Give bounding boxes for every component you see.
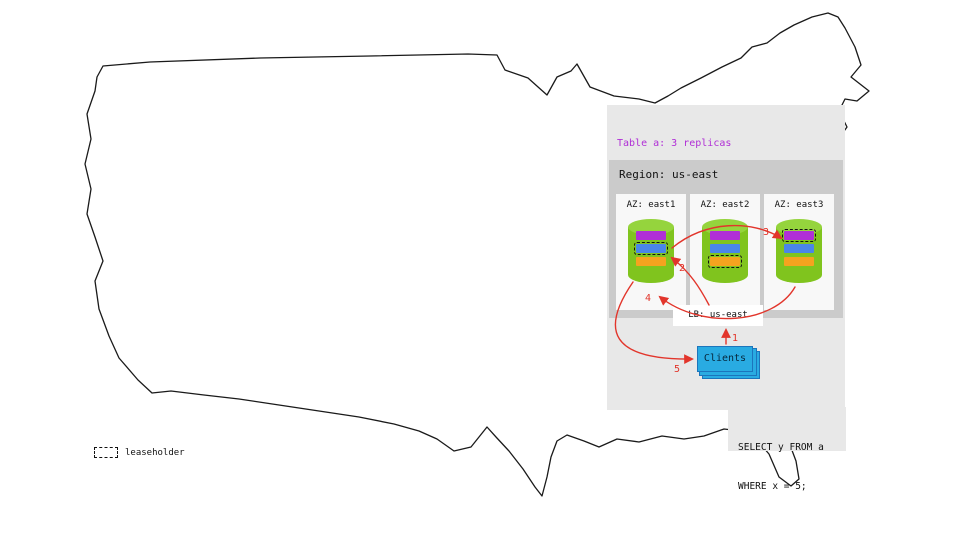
- leaseholder-key: leaseholder: [94, 447, 185, 458]
- leaseholder-swatch-icon: [94, 447, 118, 458]
- replica-index-a: [634, 242, 668, 255]
- cylinder-bottom: [628, 267, 674, 283]
- replica-index-a: [784, 244, 814, 253]
- replica-table-b: [784, 257, 814, 266]
- cylinder-bottom: [702, 267, 748, 283]
- legend-table-a: Table a: 3 replicas: [617, 138, 732, 149]
- replica-table-b: [636, 257, 666, 266]
- leaseholder-key-label: leaseholder: [125, 447, 185, 458]
- load-balancer: LB: us-east: [673, 305, 763, 326]
- az-east1: AZ: east1: [616, 194, 686, 310]
- database-node-icon: [776, 219, 822, 283]
- database-node-icon: [702, 219, 748, 283]
- az-east3: AZ: east3: [764, 194, 834, 310]
- replica-table-a: [782, 229, 816, 242]
- az-east3-label: AZ: east3: [774, 200, 824, 210]
- us-map-outline: [84, 12, 870, 497]
- replica-index-a: [710, 244, 740, 253]
- az-east1-label: AZ: east1: [626, 200, 676, 210]
- database-node-icon: [628, 219, 674, 283]
- sql-query: SELECT y FROM a WHERE x = 5;: [728, 407, 846, 492]
- replica-table-a: [636, 231, 666, 240]
- region-us-east: Region: us-east AZ: east1 AZ: east2: [609, 160, 843, 318]
- az-row: AZ: east1 AZ: east2: [616, 194, 834, 310]
- region-label: Region: us-east: [619, 168, 719, 181]
- az-east2-label: AZ: east2: [700, 200, 750, 210]
- az-east2: AZ: east2: [690, 194, 760, 310]
- replica-table-b: [708, 255, 742, 268]
- clients-box: Clients: [697, 346, 753, 372]
- replica-table-a: [710, 231, 740, 240]
- sql-line-1: SELECT y FROM a: [738, 442, 824, 453]
- sql-line-2: WHERE x = 5;: [738, 481, 807, 492]
- cylinder-bottom: [776, 267, 822, 283]
